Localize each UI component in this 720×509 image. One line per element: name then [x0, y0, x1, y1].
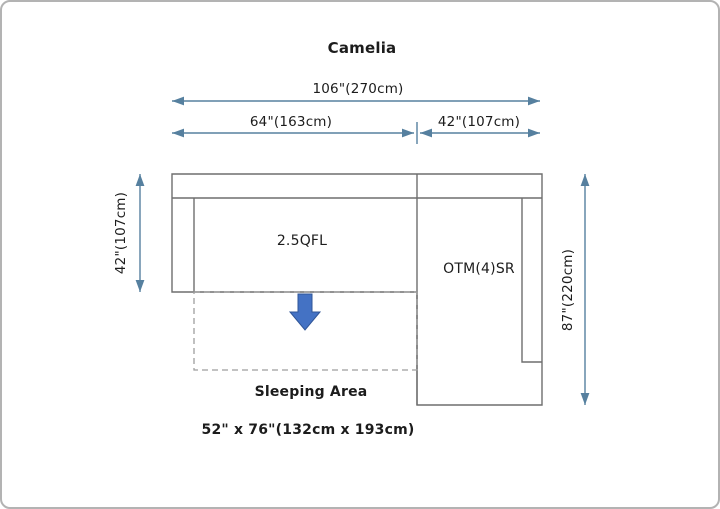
dimension-left-depth-label: 42"(107cm)	[113, 191, 129, 275]
ottoman-section-label: OTM(4)SR	[443, 261, 515, 277]
sleeping-area-size-label: 52" x 76"(132cm x 193cm)	[201, 422, 415, 438]
dimension-total-width-label: 106"(270cm)	[312, 81, 404, 97]
dimension-right-width-label: 42"(107cm)	[437, 114, 521, 130]
sleeping-area-dashed-rect	[193, 291, 418, 371]
main-section-label: 2.5QFL	[276, 233, 328, 249]
diagram-title: Camelia	[327, 39, 397, 57]
pull-out-down-arrow-icon	[288, 293, 322, 331]
sofa-right-armrest-seam	[521, 198, 542, 363]
dimension-total-depth-label: 87"(220cm)	[560, 248, 576, 332]
dimension-left-width-label: 64"(163cm)	[249, 114, 333, 130]
sleeping-area-label: Sleeping Area	[254, 384, 368, 400]
